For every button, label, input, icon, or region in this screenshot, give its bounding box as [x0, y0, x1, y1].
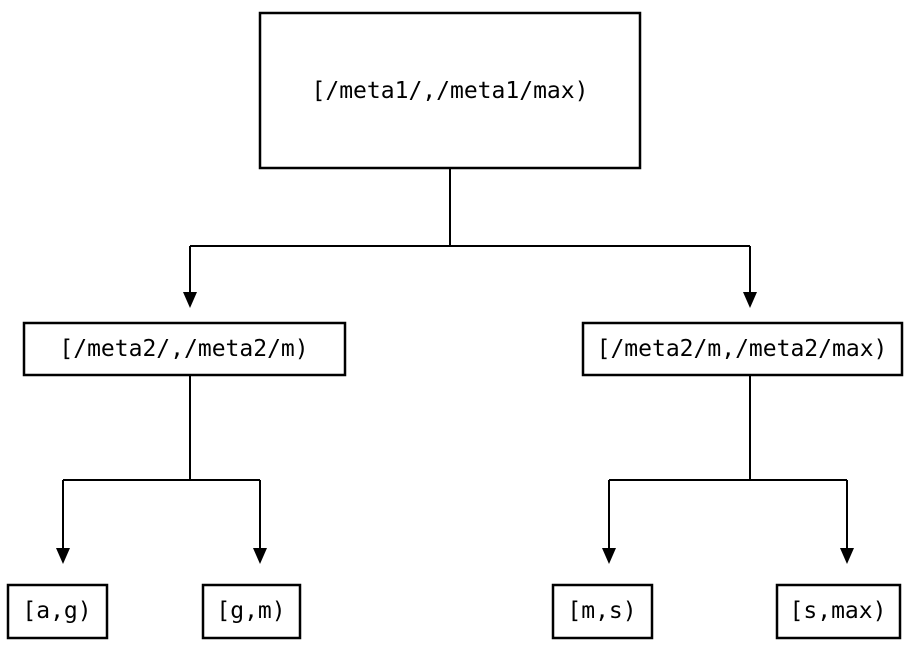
node-label: [m,s)	[567, 598, 636, 624]
node-box	[258, 11, 642, 170]
node-box	[6, 583, 109, 640]
edge-root-to-children	[183, 168, 757, 308]
tree-node-leaf-smax: [s,max)	[775, 583, 902, 640]
node-label: [/meta1/,/meta1/max)	[312, 78, 589, 104]
tree-node-meta2-low: [/meta2/,/meta2/m)	[22, 321, 347, 377]
tree-node-leaf-gm: [g,m)	[201, 583, 302, 640]
node-box	[551, 583, 654, 640]
node-label: [g,m)	[216, 598, 285, 624]
edge-right-child-to-leaves	[602, 375, 854, 564]
node-label: [a,g)	[22, 598, 91, 624]
arrow-down-icon	[253, 548, 267, 564]
tree-node-leaf-ag: [a,g)	[6, 583, 109, 640]
tree-node-root: [/meta1/,/meta1/max)	[258, 11, 642, 170]
node-box	[201, 583, 302, 640]
arrow-down-icon	[56, 548, 70, 564]
node-box	[581, 321, 904, 377]
arrow-down-icon	[840, 548, 854, 564]
edge-left-child-to-leaves	[56, 375, 267, 564]
node-box	[775, 583, 902, 640]
arrow-down-icon	[602, 548, 616, 564]
node-label: [s,max)	[790, 598, 887, 624]
node-box	[22, 321, 347, 377]
tree-node-leaf-ms: [m,s)	[551, 583, 654, 640]
arrow-down-icon	[183, 292, 197, 308]
node-label: [/meta2/,/meta2/m)	[59, 336, 308, 362]
node-label: [/meta2/m,/meta2/max)	[597, 336, 888, 362]
tree-node-meta2-high: [/meta2/m,/meta2/max)	[581, 321, 904, 377]
arrow-down-icon	[743, 292, 757, 308]
